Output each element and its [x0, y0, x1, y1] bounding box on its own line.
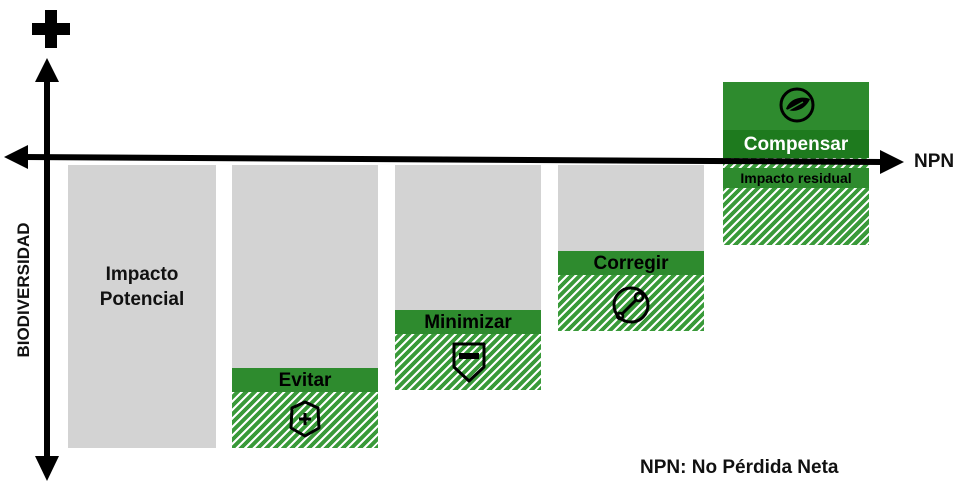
label-compensar: Compensar — [743, 134, 849, 155]
plus-icon — [30, 8, 72, 50]
bar-evitar — [232, 165, 378, 368]
residual-band — [723, 168, 869, 188]
band-evitar: Evitar — [232, 368, 378, 392]
bar-impacto-potencial — [68, 165, 216, 448]
bar-corregir — [558, 165, 704, 251]
label-impacto-potencial: Impacto Potencial — [99, 264, 185, 310]
label-impacto-residual: Impacto residual — [740, 170, 852, 186]
shield-minus-icon — [452, 342, 486, 383]
axis-label-biodiversidad: BIODIVERSIDAD — [14, 222, 33, 358]
band-compensar: Compensar — [723, 130, 869, 158]
leaf-icon — [779, 87, 815, 123]
shield-plus-icon — [289, 400, 321, 438]
horizontal-axis — [4, 145, 904, 174]
label-minimizar: Minimizar — [424, 312, 512, 333]
wrench-icon — [612, 286, 650, 324]
band-corregir: Corregir — [558, 251, 704, 275]
band-minimizar: Minimizar — [395, 310, 541, 334]
label-evitar: Evitar — [278, 370, 332, 391]
footnote: NPN: No Pérdida Neta — [640, 457, 839, 478]
label-corregir: Corregir — [593, 253, 669, 274]
bar-minimizar — [395, 165, 541, 310]
vertical-axis — [35, 58, 59, 481]
axis-label-npn: NPN — [914, 151, 955, 172]
